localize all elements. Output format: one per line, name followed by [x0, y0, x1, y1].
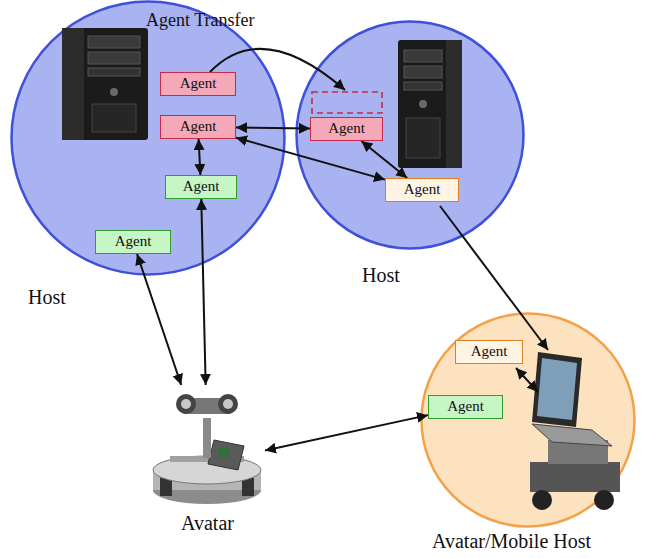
laptop-arrow — [440, 206, 548, 350]
laptop-arrow — [516, 368, 538, 392]
tower-computer — [398, 40, 462, 168]
agent-label: Agent — [183, 178, 220, 195]
avatar-label: Avatar — [150, 512, 265, 535]
agent-box: Agent — [95, 230, 171, 254]
message-arrow — [236, 127, 310, 130]
transfer-arrow — [210, 49, 345, 90]
agent-box: Agent — [428, 395, 503, 419]
transfer-placeholder — [312, 92, 382, 113]
robot-avatar — [153, 394, 261, 504]
agent-box: Agent — [455, 340, 523, 364]
agent-label: Agent — [328, 120, 365, 137]
agent-label: Agent — [447, 398, 484, 415]
host-label: Host — [362, 264, 400, 287]
message-arrow — [265, 415, 428, 450]
message-arrow — [201, 199, 205, 385]
agent-box: Agent — [160, 72, 236, 96]
message-arrow — [236, 138, 385, 180]
agent-label: Agent — [471, 343, 508, 360]
agent-box: Agent — [385, 178, 459, 202]
mobile-host-label: Avatar/Mobile Host — [432, 530, 591, 553]
message-arrow — [361, 141, 407, 178]
avatar-node: Avatar — [150, 385, 265, 541]
agent-label: Agent — [115, 233, 152, 250]
agent-box: Agent — [165, 175, 237, 199]
agent-label: Agent — [180, 75, 217, 92]
agent-label: Agent — [404, 181, 441, 198]
message-arrow — [199, 139, 201, 175]
tower-computer — [62, 28, 148, 140]
laptop-robot — [530, 352, 620, 510]
message-arrow — [137, 254, 181, 385]
host-label: Host — [28, 286, 66, 309]
transfer-label: Agent Transfer — [146, 10, 255, 31]
agent-box: Agent — [310, 117, 383, 141]
agent-label: Agent — [180, 118, 217, 135]
agent-box: Agent — [160, 115, 236, 139]
